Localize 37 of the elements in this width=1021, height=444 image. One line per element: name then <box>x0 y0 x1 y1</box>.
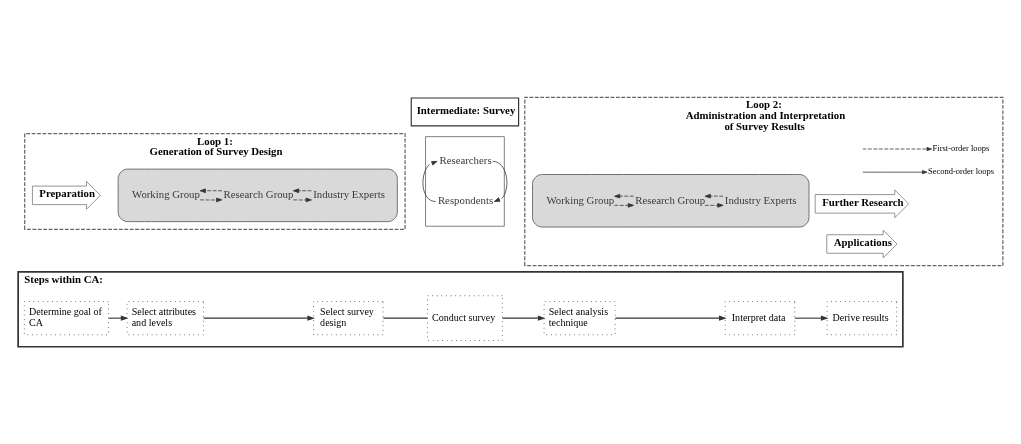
arrow <box>199 197 223 203</box>
arrow <box>794 315 829 321</box>
arrow <box>614 315 727 321</box>
node-box: Intermediate: Survey <box>410 97 520 127</box>
node-text: Research Group <box>635 193 706 206</box>
node-box: Select analysis technique <box>543 301 616 336</box>
arrow <box>108 315 129 321</box>
arrow <box>199 188 223 194</box>
node-text: Research Group <box>223 188 294 201</box>
arrow <box>292 197 312 203</box>
arrow <box>492 161 508 202</box>
node-box: Interpret data <box>724 301 796 336</box>
node-text: Working Group <box>132 188 200 201</box>
arrow <box>501 315 546 321</box>
arrow <box>422 161 438 202</box>
cluster <box>532 174 810 228</box>
cluster <box>425 136 505 227</box>
node-text: Working Group <box>546 193 615 206</box>
arrow <box>614 203 634 208</box>
node-text: Researchers <box>439 154 492 167</box>
legend-label: Second-order loops <box>927 166 995 177</box>
cluster <box>117 168 398 223</box>
node-box: Select survey design <box>313 301 384 336</box>
node-text: Industry Experts <box>724 193 797 206</box>
node-box: Select attributes and levels <box>126 301 204 336</box>
arrow <box>203 315 315 321</box>
legend-label: First-order loops <box>932 143 990 154</box>
arrow <box>614 193 634 199</box>
node-text: Respondents <box>437 194 494 207</box>
node-box: Derive results <box>826 301 898 336</box>
node-box: Determine goal of CA <box>23 301 109 336</box>
arrow <box>292 188 312 194</box>
connector <box>382 317 428 319</box>
node-box: Conduct survey <box>427 295 503 341</box>
arrow <box>704 193 724 199</box>
node-text: Industry Experts <box>313 188 385 201</box>
arrow <box>704 203 724 208</box>
